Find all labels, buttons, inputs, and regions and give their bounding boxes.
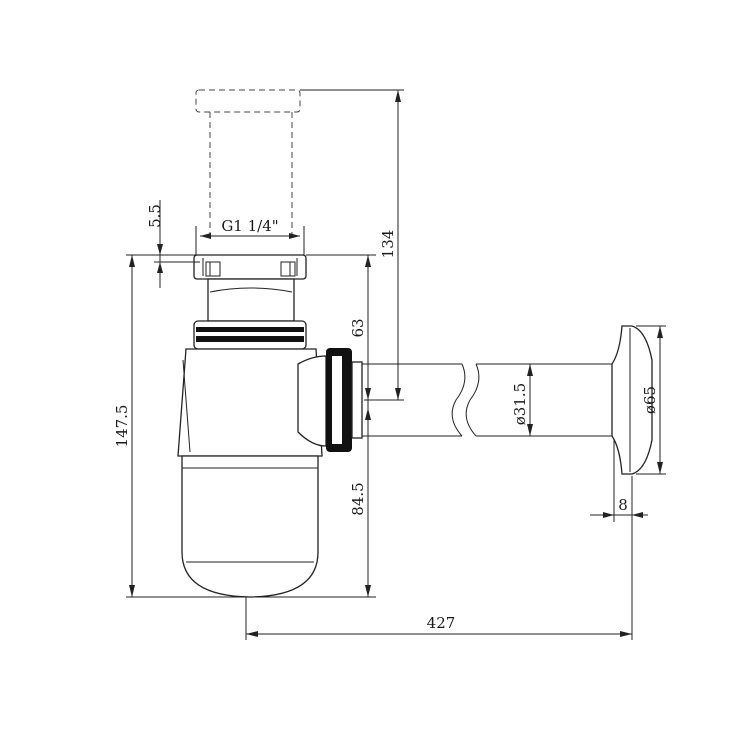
inlet-height-label: 134 xyxy=(379,230,397,259)
dimension-lines xyxy=(126,89,666,640)
flange-thickness-label: 5.5 xyxy=(146,204,164,228)
pipe-diameter-label: ø31.5 xyxy=(511,383,529,425)
top-coupling-nut xyxy=(193,254,307,280)
total-length-label: 427 xyxy=(427,614,456,632)
outlet-pipe xyxy=(362,363,614,437)
rosette-depth-label: 8 xyxy=(618,496,628,514)
body-collar xyxy=(193,320,307,350)
basin-waste-phantom xyxy=(195,89,301,236)
trap-body xyxy=(177,348,323,598)
thread-size-label: G1 1/4" xyxy=(221,217,278,235)
wall-rosette xyxy=(611,325,653,475)
outlet-offset-label: 63 xyxy=(349,318,367,337)
rosette-diameter-label: ø65 xyxy=(641,386,659,414)
bottom-to-outlet-label: 84.5 xyxy=(349,482,367,515)
trap-height-label: 147.5 xyxy=(113,405,131,448)
side-outlet-connector xyxy=(297,348,363,452)
inlet-tube xyxy=(207,278,295,322)
